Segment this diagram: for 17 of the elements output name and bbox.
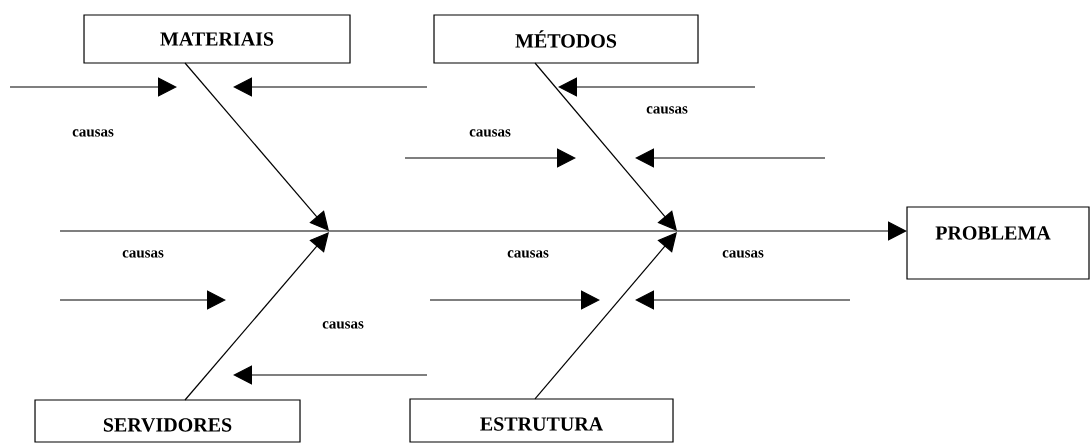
bone-arrow (184, 62, 329, 231)
cause-label: causas (469, 129, 511, 137)
category-box: SERVIDORES (34, 399, 301, 443)
bone-arrow (534, 232, 677, 400)
category-box: ESTRUTURA (409, 398, 674, 443)
cause-label: causas (72, 129, 114, 137)
cause-label: causas (646, 106, 688, 114)
cause-label: causas (722, 250, 764, 258)
bone-arrow (184, 232, 329, 401)
category-box: MATERIAIS (83, 14, 351, 64)
problem-box: PROBLEMA (906, 206, 1090, 280)
cause-label: causas (322, 321, 364, 329)
cause-label: causas (122, 250, 164, 258)
bone-arrow (534, 62, 677, 231)
spine-arrow (59, 221, 907, 241)
cause-label: causas (507, 250, 549, 258)
category-box: MÉTODOS (433, 14, 699, 64)
